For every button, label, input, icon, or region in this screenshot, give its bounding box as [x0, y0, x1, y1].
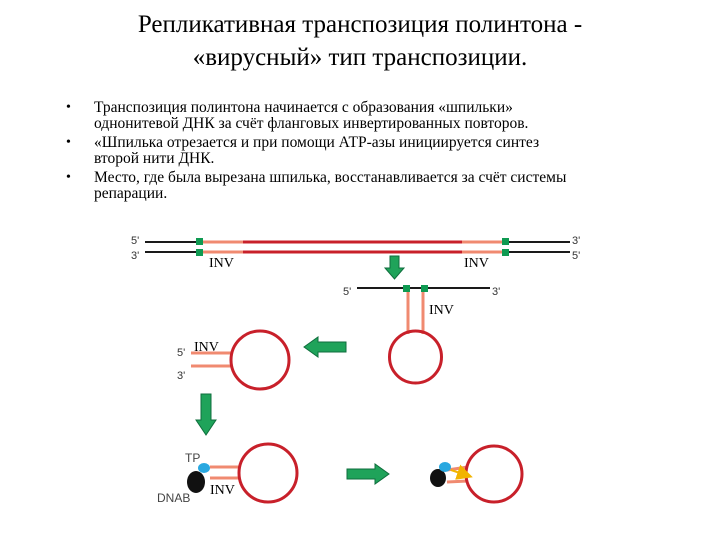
hairpin-stem-bottom: [446, 479, 469, 484]
inv-label: INV: [464, 256, 489, 271]
tp-protein-icon: [439, 462, 451, 472]
bullet-line: Транспозиция полинтона начинается с обра…: [94, 99, 513, 116]
site-marker: [502, 249, 509, 256]
dnab-label: DNAB: [157, 491, 190, 505]
inv-label: INV: [210, 483, 235, 498]
stage4-protein-loading: TP DNAB INV: [157, 442, 299, 505]
end-label: 3': [177, 370, 185, 382]
hairpin-loop: [229, 329, 291, 391]
site-marker: [421, 285, 428, 292]
stage2-hairpin: 5' 3' INV: [343, 285, 500, 385]
end-label: 3': [492, 286, 500, 298]
end-label: 5': [343, 286, 351, 298]
stage1-dsdna: 5' 3' 3' 5' INV INV: [131, 235, 580, 271]
dnab-protein-icon: [430, 469, 446, 487]
end-label: 3': [131, 250, 139, 262]
bullet-line: Место, где была вырезана шпилька, восста…: [94, 169, 567, 186]
bullet-dot: •: [66, 100, 71, 115]
bullet-item: • Транспозиция полинтона начинается с об…: [60, 100, 670, 132]
site-marker: [502, 238, 509, 245]
slide-title: Репликативная транспозиция полинтона - «…: [60, 8, 660, 74]
end-label: 3': [572, 235, 580, 247]
bullet-line: второй нити ДНК.: [94, 150, 215, 167]
right-arrow-icon: [346, 463, 390, 485]
bullet-line: однонитевой ДНК за счёт фланговых инверт…: [94, 115, 529, 132]
bullet-dot: •: [66, 170, 71, 185]
hairpin-loop: [388, 329, 443, 385]
bullet-line: репарации.: [94, 185, 168, 202]
down-arrow-icon: [383, 255, 406, 280]
stage5-synthesis: [430, 444, 524, 504]
bullet-item: • Место, где была вырезана шпилька, восс…: [60, 170, 670, 202]
inv-label: INV: [429, 303, 454, 318]
tp-label: TP: [185, 451, 200, 465]
bullet-line: «Шпилька отрезается и при помощи АТР-азы…: [94, 134, 540, 151]
bullet-item: • «Шпилька отрезается и при помощи АТР-а…: [60, 135, 670, 167]
inv-label: INV: [209, 256, 234, 271]
inv-label: INV: [194, 340, 219, 355]
left-arrow-icon: [303, 336, 347, 358]
hairpin-loop: [464, 444, 524, 504]
tp-protein-icon: [198, 463, 210, 473]
site-marker: [196, 249, 203, 256]
bullet-dot: •: [66, 135, 71, 150]
site-marker: [196, 238, 203, 245]
synthesis-arrow-icon: [450, 464, 473, 480]
end-label: 5': [131, 235, 139, 247]
end-label: 5': [177, 347, 185, 359]
stage3-excised-hairpin: 5' 3' INV: [177, 329, 291, 391]
hairpin-loop: [237, 442, 299, 504]
bullet-list: • Транспозиция полинтона начинается с об…: [60, 100, 670, 205]
title-line-1: Репликативная транспозиция полинтона -: [137, 11, 583, 38]
title-line-2: «вирусный» тип транспозиции.: [192, 44, 528, 71]
dnab-protein-icon: [187, 471, 205, 493]
site-marker: [403, 285, 410, 292]
end-label: 5': [572, 250, 580, 262]
down-arrow-icon: [195, 393, 217, 436]
